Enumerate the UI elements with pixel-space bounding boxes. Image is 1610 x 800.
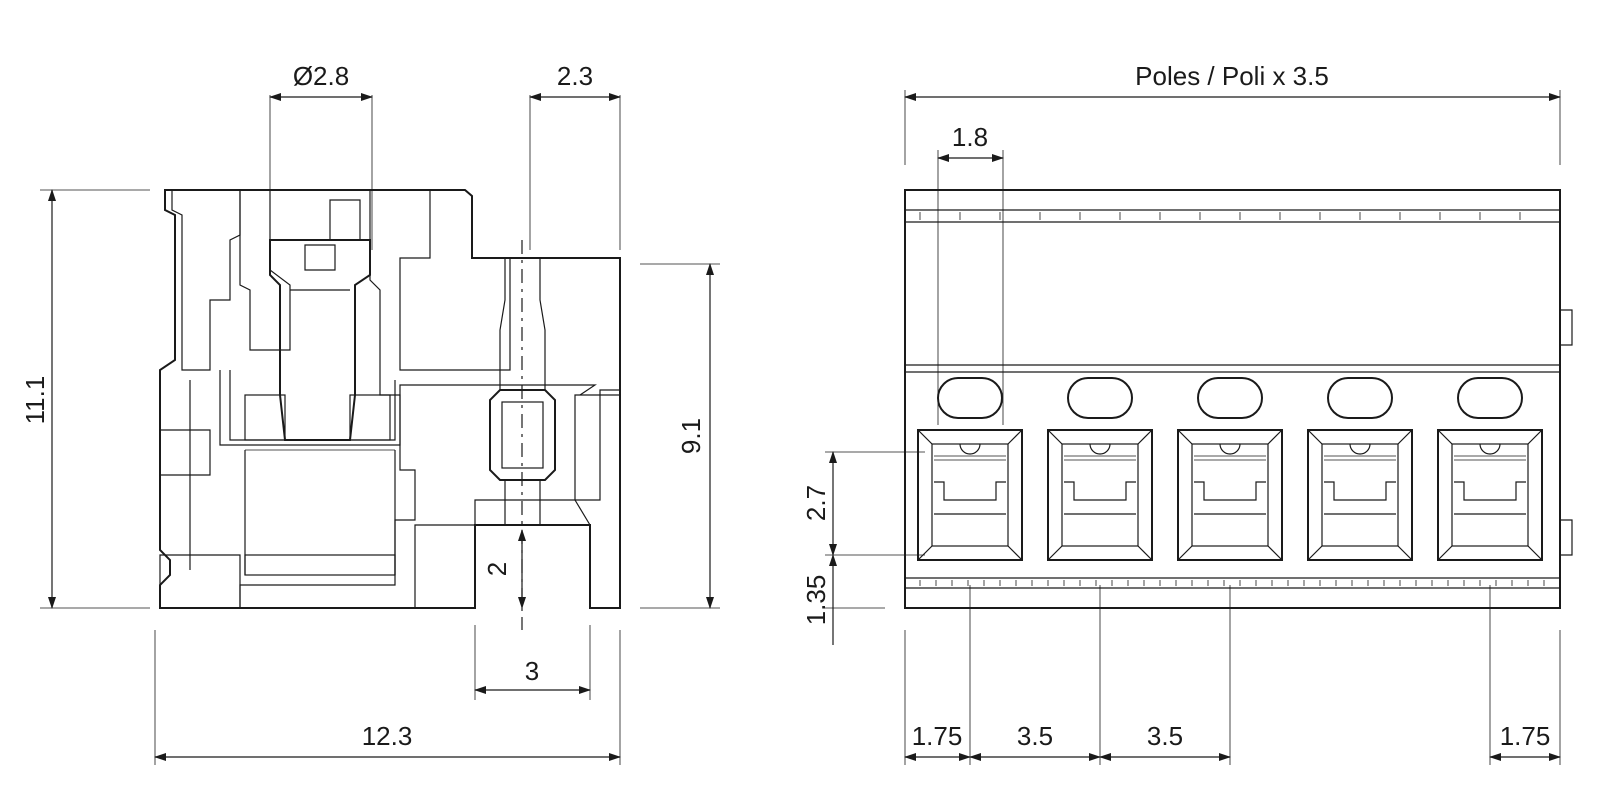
front-view: Poles / Poli x 3.5 1.8 2.7 1.35 1.75 3.5… bbox=[801, 61, 1573, 765]
top-offset-label: 2.3 bbox=[557, 61, 593, 91]
bevel-line bbox=[1267, 429, 1283, 445]
clamp-profile bbox=[1324, 481, 1396, 501]
bevel-line bbox=[1267, 545, 1283, 561]
bevel-line bbox=[1527, 545, 1543, 561]
side-dimension-lines bbox=[48, 93, 714, 761]
bevel-line bbox=[1437, 429, 1453, 445]
slot-notch bbox=[959, 443, 981, 455]
wire-entry-frame bbox=[917, 429, 1023, 561]
bevel-line bbox=[1397, 429, 1413, 445]
screw-access-hole bbox=[1067, 377, 1133, 419]
bevel-line bbox=[1137, 429, 1153, 445]
bevel-line bbox=[1397, 545, 1413, 561]
pole-slot bbox=[1047, 377, 1153, 561]
base-height-label: 1.35 bbox=[801, 575, 831, 626]
pitch-label-2: 3.5 bbox=[1147, 721, 1183, 751]
pin-length-label: 2 bbox=[482, 562, 512, 576]
side-clamp-cage bbox=[189, 370, 597, 575]
screw-access-hole bbox=[1327, 377, 1393, 419]
opening-height-label: 2.7 bbox=[801, 485, 831, 521]
slot-notch bbox=[1349, 443, 1371, 455]
bevel-line bbox=[1437, 545, 1453, 561]
bevel-line bbox=[917, 429, 933, 445]
pole-slot bbox=[1307, 377, 1413, 561]
wire-entry-inner bbox=[1191, 443, 1269, 547]
slot-notch bbox=[1219, 443, 1241, 455]
wire-entry-frame bbox=[1177, 429, 1283, 561]
clamp-profile bbox=[1064, 481, 1136, 501]
diameter-label: Ø2.8 bbox=[293, 61, 349, 91]
total-width-label: Poles / Poli x 3.5 bbox=[1135, 61, 1329, 91]
front-extension-lines bbox=[825, 90, 1561, 765]
bevel-line bbox=[1137, 545, 1153, 561]
front-dimension-lines bbox=[829, 93, 1561, 761]
side-left-wall-hatch bbox=[159, 189, 241, 609]
pitch-label-1: 3.5 bbox=[1017, 721, 1053, 751]
pitch-left-edge-label: 1.75 bbox=[912, 721, 963, 751]
side-clamp-blocks bbox=[244, 394, 396, 576]
pitch-right-edge-label: 1.75 bbox=[1500, 721, 1551, 751]
wire-entry-inner bbox=[1321, 443, 1399, 547]
pole-slot bbox=[1437, 377, 1543, 561]
bevel-line bbox=[1177, 545, 1193, 561]
wire-entry-inner bbox=[931, 443, 1009, 547]
bevel-line bbox=[1007, 545, 1023, 561]
pole-slot bbox=[917, 377, 1023, 561]
height-label: 11.1 bbox=[20, 376, 50, 425]
opening-width-label: 1.8 bbox=[952, 122, 988, 152]
wire-entry-frame bbox=[1307, 429, 1413, 561]
pin-spacing-label: 3 bbox=[525, 656, 539, 686]
slot-notch bbox=[1479, 443, 1501, 455]
bevel-line bbox=[1307, 429, 1323, 445]
screw-access-hole bbox=[1197, 377, 1263, 419]
clamp-profile bbox=[934, 481, 1006, 501]
wire-entry-frame bbox=[1047, 429, 1153, 561]
inner-height-label: 9.1 bbox=[676, 418, 706, 454]
front-pole-slots bbox=[917, 212, 1545, 586]
side-section-view: Ø2.8 2.3 11.1 9.1 2 3 12.3 bbox=[20, 61, 720, 765]
clamp-profile bbox=[1454, 481, 1526, 501]
base-ticks bbox=[919, 212, 1545, 586]
screw-access-hole bbox=[1457, 377, 1523, 419]
slot-notch bbox=[1089, 443, 1111, 455]
screw-access-hole bbox=[937, 377, 1003, 419]
bevel-line bbox=[1047, 429, 1063, 445]
side-screw-block-hatch bbox=[239, 189, 621, 609]
width-label: 12.3 bbox=[362, 721, 413, 751]
wire-entry-inner bbox=[1061, 443, 1139, 547]
clamp-profile bbox=[1194, 481, 1266, 501]
front-body-outline bbox=[904, 189, 1573, 609]
pole-slot bbox=[1177, 377, 1283, 561]
bevel-line bbox=[917, 545, 933, 561]
side-pin bbox=[489, 258, 556, 525]
bevel-line bbox=[1527, 429, 1543, 445]
bevel-line bbox=[1307, 545, 1323, 561]
wire-entry-inner bbox=[1451, 443, 1529, 547]
bevel-line bbox=[1007, 429, 1023, 445]
wire-entry-frame bbox=[1437, 429, 1543, 561]
bevel-line bbox=[1177, 429, 1193, 445]
side-extension-lines bbox=[40, 95, 720, 765]
bevel-line bbox=[1047, 545, 1063, 561]
